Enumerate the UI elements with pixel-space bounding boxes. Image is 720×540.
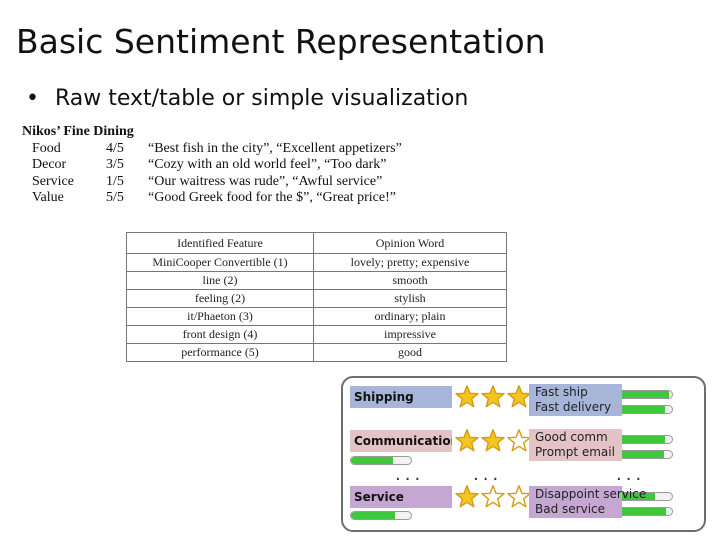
review-score: 4/5 — [106, 140, 124, 156]
bullet-point: • Raw text/table or simple visualization — [26, 86, 468, 111]
review-category: Service — [32, 173, 74, 189]
sentiment-bar-fill — [612, 436, 665, 443]
feature-cell: MiniCooper Convertible (1) — [126, 253, 314, 272]
review-quote: “Best fish in the city”, “Excellent appe… — [148, 140, 402, 156]
keyword-label: Disappoint service — [535, 487, 647, 501]
column-header-feature: Identified Feature — [126, 232, 314, 254]
feature-cell: line (2) — [126, 271, 314, 290]
star-empty-icon — [507, 429, 531, 452]
star-filled-icon — [507, 385, 531, 408]
star-filled-icon — [481, 385, 505, 408]
bullet-dot: • — [26, 86, 39, 111]
table-header-row: Identified Feature Opinion Word — [126, 232, 507, 254]
sentiment-bar — [350, 456, 412, 465]
feature-cell: front design (4) — [126, 325, 314, 344]
star-empty-icon — [481, 485, 505, 508]
keyword-label: Bad service — [535, 502, 606, 516]
category-label: Shipping — [350, 386, 452, 408]
opinion-cell: lovely; pretty; expensive — [313, 253, 507, 272]
star-filled-icon — [481, 429, 505, 452]
keyword-label: Fast delivery — [535, 400, 612, 414]
feature-cell: performance (5) — [126, 343, 314, 362]
star-filled-icon — [455, 485, 479, 508]
category-label: Service — [350, 486, 452, 508]
keyword-label: Fast ship — [535, 385, 588, 399]
category-label: Communication — [350, 430, 452, 452]
opinion-cell: impressive — [313, 325, 507, 344]
review-score: 3/5 — [106, 157, 124, 172]
column-header-opinion: Opinion Word — [313, 232, 507, 254]
opinion-cell: smooth — [313, 271, 507, 290]
review-quote: “Our waitress was rude”, “Awful service” — [148, 173, 383, 189]
keyword-label: Prompt email — [535, 445, 615, 459]
sentiment-bar-fill — [612, 508, 666, 515]
review-row: Service 1/5 “Our waitress was rude”, “Aw… — [22, 173, 382, 191]
table-row: it/Phaeton (3) ordinary; plain — [126, 307, 507, 326]
bullet-text: Raw text/table or simple visualization — [54, 86, 469, 111]
review-quote: “Good Greek food for the $”, “Great pric… — [148, 190, 396, 205]
sentiment-bar-fill — [612, 493, 656, 500]
feature-cell: feeling (2) — [126, 289, 314, 308]
review-score: 1/5 — [106, 173, 124, 189]
opinion-cell: ordinary; plain — [313, 307, 507, 326]
star-rating — [454, 384, 532, 410]
sentiment-bar-fill — [612, 406, 665, 413]
table-row: MiniCooper Convertible (1) lovely; prett… — [126, 253, 507, 272]
opinion-cell: good — [313, 343, 507, 362]
sentiment-bar-fill — [351, 457, 393, 464]
sentiment-bar — [350, 511, 412, 520]
review-row: Value 5/5 “Good Greek food for the $”, “… — [22, 190, 396, 207]
opinion-cell: stylish — [313, 289, 507, 308]
star-rating — [454, 428, 532, 454]
feature-opinion-table: Identified Feature Opinion Word MiniCoop… — [126, 232, 507, 362]
review-category: Food — [32, 140, 61, 156]
restaurant-review-table: Nikos’ Fine Dining Food 4/5 “Best fish i… — [22, 124, 402, 207]
restaurant-name: Nikos’ Fine Dining — [22, 124, 134, 139]
feature-cell: it/Phaeton (3) — [126, 307, 314, 326]
star-empty-icon — [507, 485, 531, 508]
table-row: performance (5) good — [126, 343, 507, 362]
sentiment-bar-fill — [612, 391, 669, 398]
ellipsis: ... — [473, 464, 503, 485]
star-filled-icon — [455, 429, 479, 452]
ellipsis: ... — [616, 464, 646, 485]
keyword-label: Good comm — [535, 430, 608, 444]
sentiment-bar-fill — [612, 451, 664, 458]
table-row: line (2) smooth — [126, 271, 507, 290]
sentiment-bar-fill — [351, 512, 396, 519]
review-quote: “Cozy with an old world feel”, “Too dark… — [148, 157, 387, 172]
ellipsis: ... — [395, 464, 425, 485]
review-category: Decor — [32, 157, 67, 172]
review-category: Value — [32, 190, 64, 205]
slide-title: Basic Sentiment Representation — [16, 22, 546, 61]
star-filled-icon — [455, 385, 479, 408]
table-row: feeling (2) stylish — [126, 289, 507, 308]
review-row: Decor 3/5 “Cozy with an old world feel”,… — [22, 157, 387, 174]
star-rating — [454, 484, 532, 510]
review-score: 5/5 — [106, 190, 124, 205]
review-row: Food 4/5 “Best fish in the city”, “Excel… — [22, 140, 402, 158]
table-row: front design (4) impressive — [126, 325, 507, 344]
